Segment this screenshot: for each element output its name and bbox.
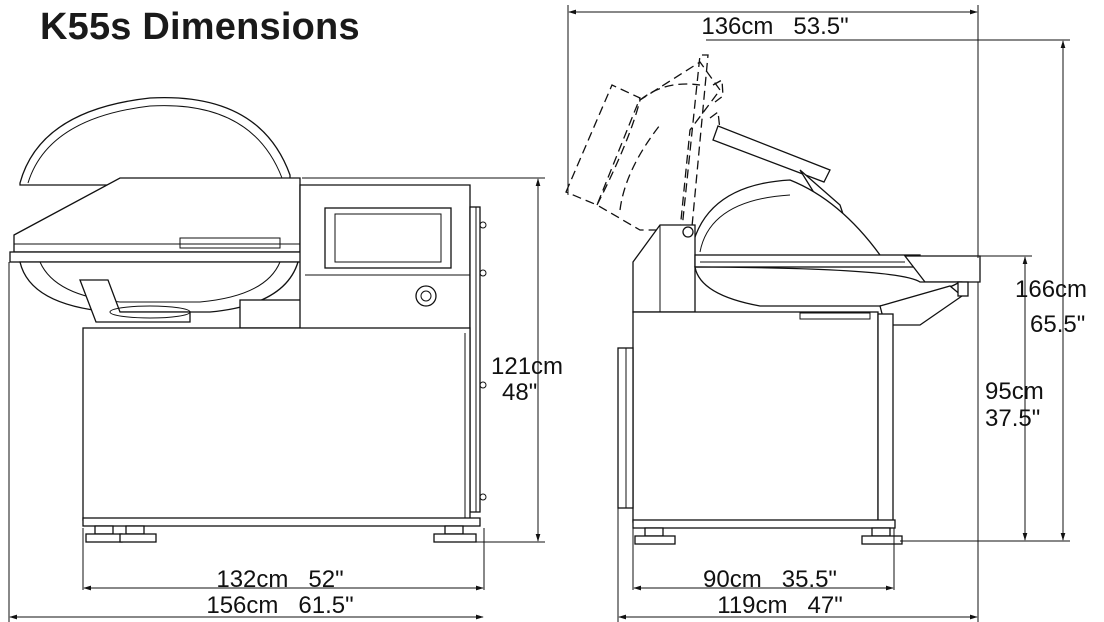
front-height-in-label: 48"	[502, 379, 537, 406]
side-total-width-label: 119cm 47"	[717, 592, 842, 619]
side-open-height-in-label: 65.5"	[1030, 311, 1085, 338]
front-dimension-lines	[8, 177, 545, 622]
side-base-width-label: 90cm 35.5"	[703, 566, 837, 593]
side-table-height-in-label: 37.5"	[985, 405, 1040, 432]
front-view-machine	[9, 96, 487, 543]
side-open-width-label: 136cm 53.5"	[701, 13, 848, 40]
front-top-width-label: 132cm 52"	[216, 566, 343, 593]
front-height-cm-label: 121cm	[491, 353, 563, 380]
side-table-height-cm-label: 95cm	[985, 378, 1044, 405]
side-dimension-lines	[567, 5, 1070, 622]
page-title: K55s Dimensions	[40, 6, 360, 48]
front-total-width-label: 156cm 61.5"	[206, 592, 353, 619]
side-open-height-cm-label: 166cm	[1015, 276, 1087, 303]
side-view-machine	[565, 54, 981, 545]
